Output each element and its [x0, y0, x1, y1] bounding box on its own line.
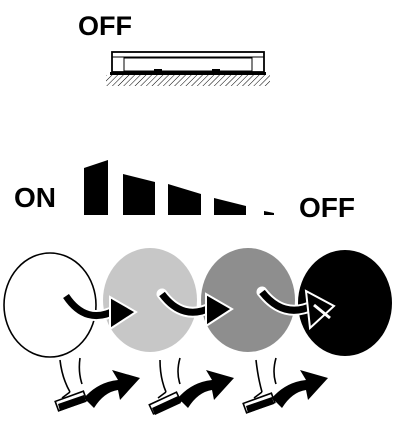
- level-bar-4: [214, 198, 246, 215]
- circle-white: [3, 252, 97, 358]
- off-state-title: OFF: [78, 11, 132, 41]
- hand-press-2: [148, 357, 234, 415]
- circle-dark-gray: [201, 248, 295, 352]
- level-bar-1: [84, 160, 108, 215]
- transition-arrows: [60, 286, 336, 331]
- level-bar-5: [264, 211, 274, 215]
- on-label: ON: [14, 182, 56, 213]
- off-label: OFF: [299, 192, 355, 223]
- shade-circles: [3, 248, 392, 358]
- circle-black: [298, 250, 392, 356]
- level-bar-2: [123, 174, 155, 215]
- circle-light-gray: [103, 248, 197, 352]
- hand-press-1: [54, 357, 140, 412]
- hand-press-3: [242, 357, 328, 414]
- device-panel: [106, 51, 270, 86]
- press-gestures: [54, 357, 328, 415]
- level-bar-3: [168, 184, 201, 215]
- level-bars: [84, 160, 274, 215]
- arrow-1: [60, 290, 138, 331]
- arrow-2: [156, 288, 234, 328]
- arrow-3: [256, 286, 336, 331]
